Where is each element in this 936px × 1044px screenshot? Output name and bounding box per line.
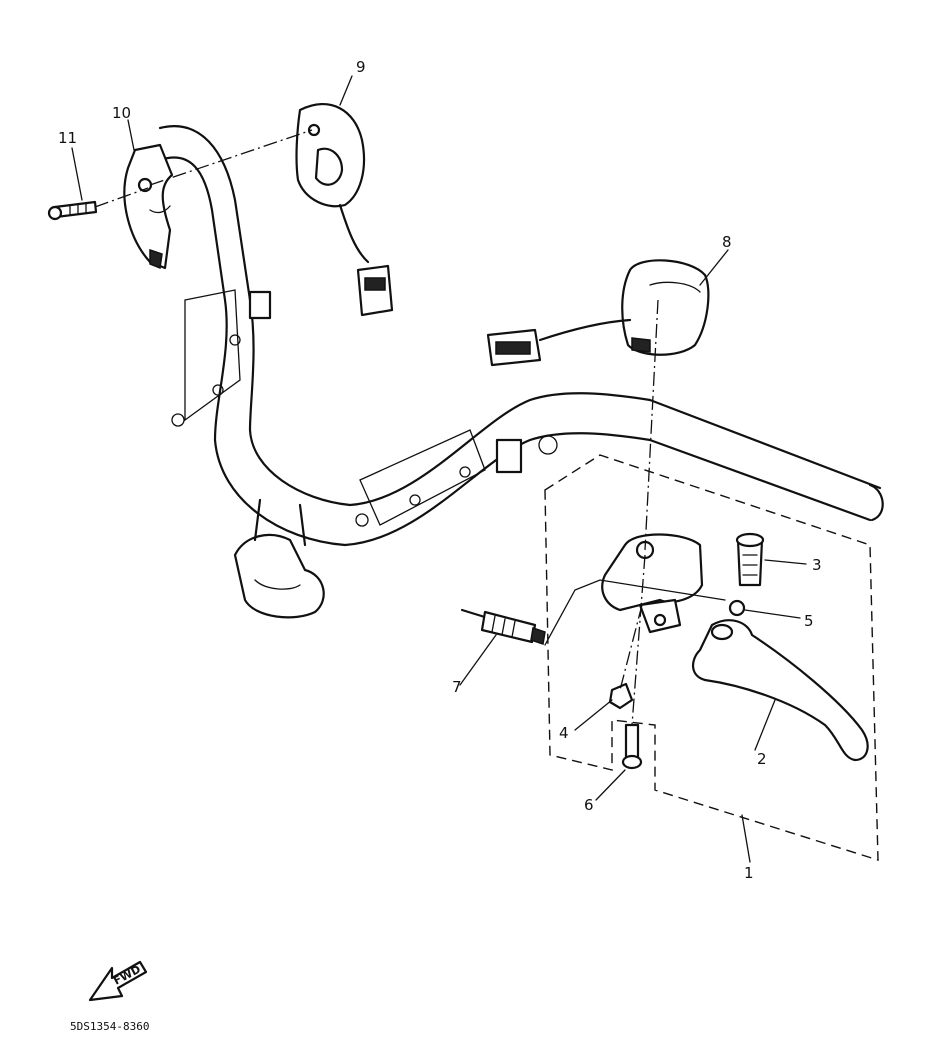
lever-assembly-boundary bbox=[544, 454, 879, 861]
callout-5: 5 bbox=[804, 612, 814, 630]
callout-9: 9 bbox=[356, 58, 366, 76]
handlebar-switch-left bbox=[486, 259, 710, 367]
wire-clip-left bbox=[248, 290, 272, 320]
callout-10: 10 bbox=[112, 104, 131, 122]
callout-6: 6 bbox=[584, 796, 594, 814]
callout-8: 8 bbox=[722, 233, 732, 251]
drawing-code: 5DS1354-8360 bbox=[70, 1020, 149, 1033]
wire-clip-right bbox=[495, 438, 523, 474]
callout-2: 2 bbox=[757, 750, 767, 768]
callout-7: 7 bbox=[452, 678, 462, 696]
handlebar-switch-upper bbox=[295, 103, 394, 317]
callout-11: 11 bbox=[58, 129, 77, 147]
assembly-lines bbox=[94, 129, 726, 726]
collar-5 bbox=[728, 599, 746, 617]
callout-4: 4 bbox=[559, 724, 569, 742]
callout-1: 1 bbox=[744, 864, 754, 882]
handlebar bbox=[158, 125, 884, 619]
lever-2 bbox=[692, 619, 869, 762]
clutch-switch-7 bbox=[460, 608, 546, 645]
leader-lines bbox=[71, 75, 807, 863]
callout-3: 3 bbox=[812, 556, 822, 574]
screw-11 bbox=[47, 200, 98, 221]
fwd-arrow: FWD bbox=[88, 960, 148, 1002]
callouts: 1 2 3 4 5 6 7 8 9 10 11 bbox=[58, 58, 822, 882]
screw-6 bbox=[621, 723, 643, 770]
nut-4 bbox=[608, 682, 634, 710]
handlebar-switch-lower bbox=[123, 143, 174, 270]
pivot-bolt-3 bbox=[735, 532, 765, 587]
handlebar-holder bbox=[233, 533, 325, 619]
